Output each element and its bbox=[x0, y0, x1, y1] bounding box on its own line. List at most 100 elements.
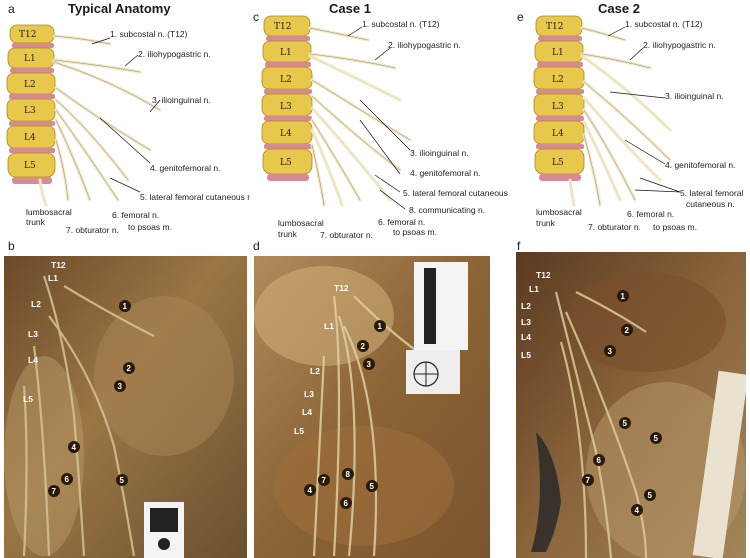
panel-letter-f: f bbox=[517, 239, 521, 253]
vertebra-l1: L1 bbox=[280, 48, 292, 58]
vertebra-l5: L5 bbox=[280, 158, 292, 168]
vertebra-l3: L3 bbox=[24, 106, 36, 116]
dissection-photo-typical: T12 L1 L2 L3 L4 L5 1 2 3 4 5 6 7 bbox=[4, 256, 247, 558]
vertebra-l2: L2 bbox=[280, 75, 292, 85]
spine-column bbox=[261, 15, 313, 181]
diagram-typical-anatomy: T12 L1 L2 L3 L4 L5 1. subcostal n. (T12)… bbox=[6, 24, 250, 235]
vertebra-l1: L1 bbox=[24, 54, 36, 64]
level-l1: L1 bbox=[529, 284, 539, 294]
badge-6: 6 bbox=[597, 456, 602, 465]
badge-5: 5 bbox=[120, 476, 125, 485]
level-l4: L4 bbox=[302, 407, 312, 417]
level-labels: T12 L1 L2 L3 L4 L5 bbox=[294, 283, 349, 436]
panel-letter-a: a bbox=[8, 2, 15, 16]
label-c-femoral: 6. femoral n. bbox=[378, 217, 425, 227]
badge-4: 4 bbox=[635, 506, 640, 515]
label-e-obturator: 7. obturator n. bbox=[588, 222, 641, 232]
vertebra-l4: L4 bbox=[552, 129, 564, 139]
label-e-lumbosacral-2: trunk bbox=[536, 218, 556, 228]
badge-6: 6 bbox=[65, 475, 70, 484]
label-e-femoral: 6. femoral n. bbox=[627, 209, 674, 219]
label-a-subcostal: 1. subcostal n. (T12) bbox=[110, 29, 188, 39]
badge-2: 2 bbox=[361, 342, 366, 351]
badge-2: 2 bbox=[127, 364, 132, 373]
label-c-genitofemoral: 4. genitofemoral n. bbox=[410, 168, 480, 178]
level-l2: L2 bbox=[31, 299, 41, 309]
level-l2: L2 bbox=[521, 301, 531, 311]
label-c-lumbosacral-1: lumbosacral bbox=[278, 218, 324, 228]
diagram-case-1: T12 L1 L2 L3 L4 L5 1. subcostal n. (T12)… bbox=[261, 15, 510, 240]
label-c-psoas: to psoas m. bbox=[393, 227, 437, 237]
label-e-genitofemoral: 4. genitofemoral n. bbox=[665, 160, 735, 170]
nerve-bundle bbox=[38, 34, 162, 207]
badge-2: 2 bbox=[625, 326, 630, 335]
badge-3: 3 bbox=[118, 382, 123, 391]
label-a-lfc: 5. lateral femoral cutaneous n. bbox=[140, 192, 250, 202]
badges: 1 2 3 4 5 6 7 bbox=[48, 300, 135, 497]
badge-7: 7 bbox=[586, 476, 591, 485]
panel-letter-c: c bbox=[253, 10, 259, 24]
badge-5a: 5 bbox=[623, 419, 628, 428]
level-l5: L5 bbox=[23, 394, 33, 404]
label-e-lfc-2: cutaneous n. bbox=[686, 199, 735, 209]
badge-3: 3 bbox=[608, 347, 613, 356]
label-e-ilioinguinal: 3. ilioinguinal n. bbox=[665, 91, 724, 101]
badge-7: 7 bbox=[322, 476, 327, 485]
vertebra-l2: L2 bbox=[552, 75, 564, 85]
vertebra-l4: L4 bbox=[280, 129, 292, 139]
level-l5: L5 bbox=[294, 426, 304, 436]
badge-3: 3 bbox=[367, 360, 372, 369]
level-l1: L1 bbox=[324, 321, 334, 331]
badge-5: 5 bbox=[370, 482, 375, 491]
badge-5b: 5 bbox=[654, 434, 659, 443]
label-a-lumbosacral-1: lumbosacral bbox=[26, 207, 72, 217]
label-a-iliohypogastric: 2. iliohypogastric n. bbox=[138, 49, 211, 59]
nerve-outline bbox=[581, 27, 671, 206]
level-l3: L3 bbox=[521, 317, 531, 327]
vertebra-l1: L1 bbox=[552, 48, 564, 58]
badge-5c: 5 bbox=[648, 491, 653, 500]
label-e-psoas: to psoas m. bbox=[653, 222, 697, 232]
spine-column bbox=[533, 15, 585, 181]
title-case-2: Case 2 bbox=[598, 1, 640, 16]
label-e-lfc-1: 5. lateral femoral bbox=[680, 188, 743, 198]
vertebra-t12: T12 bbox=[274, 22, 291, 32]
level-t12: T12 bbox=[51, 260, 66, 270]
level-l3: L3 bbox=[28, 329, 38, 339]
badge-6: 6 bbox=[344, 499, 349, 508]
label-a-lumbosacral-2: trunk bbox=[26, 217, 46, 227]
label-c-lumbosacral-2: trunk bbox=[278, 229, 298, 239]
badge-1: 1 bbox=[378, 322, 383, 331]
spine-column bbox=[6, 24, 56, 184]
label-a-ilioinguinal: 3. ilioinguinal n. bbox=[152, 95, 211, 105]
label-a-genitofemoral: 4. genitofemoral n. bbox=[150, 163, 220, 173]
badge-7: 7 bbox=[52, 487, 57, 496]
level-l5: L5 bbox=[521, 350, 531, 360]
vertebra-l4: L4 bbox=[24, 133, 36, 143]
diagram-case-2: T12 L1 L2 L3 L4 L5 1. subcostal n. (T12)… bbox=[533, 15, 743, 232]
level-t12: T12 bbox=[334, 283, 349, 293]
title-typical-anatomy: Typical Anatomy bbox=[68, 1, 171, 16]
level-labels: T12 L1 L2 L3 L4 L5 bbox=[521, 270, 551, 360]
badges: 1 2 3 5 5 5 6 7 4 5 bbox=[582, 290, 662, 516]
label-a-obturator: 7. obturator n. bbox=[66, 225, 119, 235]
level-labels: T12 L1 L2 L3 L4 L5 bbox=[23, 260, 66, 404]
leader-lines bbox=[607, 26, 681, 193]
vertebra-l3: L3 bbox=[552, 102, 564, 112]
panel-letter-b: b bbox=[8, 239, 15, 253]
label-e-iliohypogastric: 2. iliohypogastric n. bbox=[643, 40, 716, 50]
label-e-lumbosacral-1: lumbosacral bbox=[536, 207, 582, 217]
badge-8: 8 bbox=[346, 470, 351, 479]
label-c-obturator: 7. obturator n. bbox=[320, 230, 373, 240]
leader-lines bbox=[91, 37, 161, 193]
badge-1: 1 bbox=[123, 302, 128, 311]
level-l1: L1 bbox=[48, 273, 58, 283]
vertebra-l2: L2 bbox=[24, 80, 36, 90]
vertebra-l3: L3 bbox=[280, 102, 292, 112]
level-l2: L2 bbox=[310, 366, 320, 376]
title-case-1: Case 1 bbox=[329, 1, 371, 16]
label-a-femoral: 6. femoral n. bbox=[112, 210, 159, 220]
label-a-psoas: to psoas m. bbox=[128, 222, 172, 232]
vertebra-l5: L5 bbox=[552, 158, 564, 168]
level-l4: L4 bbox=[28, 355, 38, 365]
